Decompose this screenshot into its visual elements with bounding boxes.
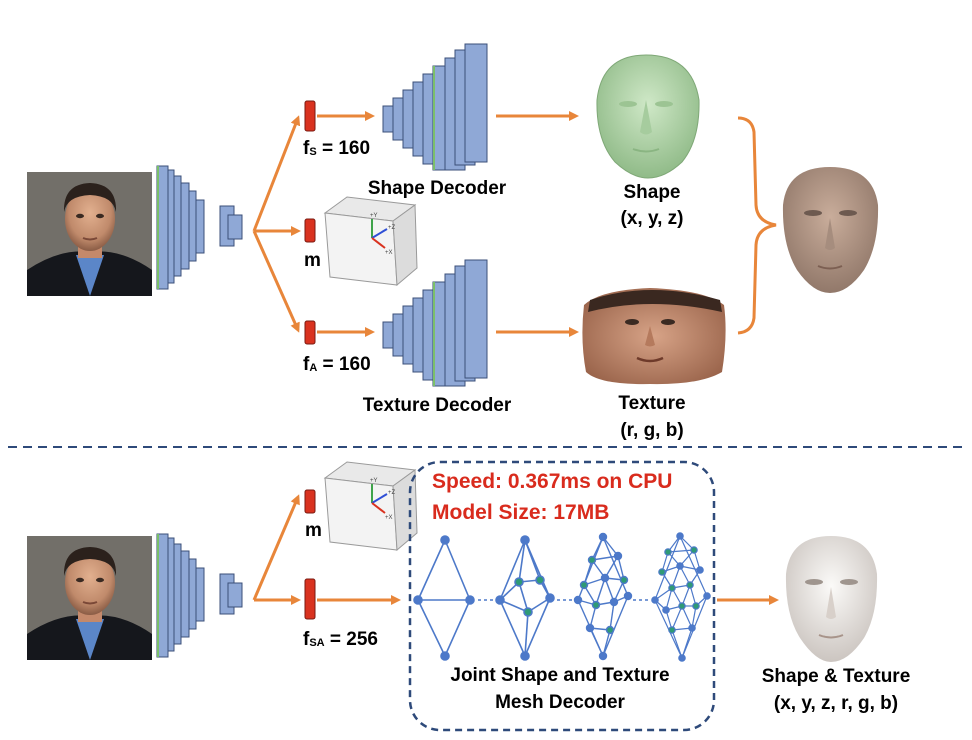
texture-decoder-label: Texture Decoder [362, 395, 512, 416]
latent-fa [304, 320, 316, 345]
reconstructed-face-top [782, 167, 879, 293]
camera-pose-cube-bottom [323, 461, 418, 552]
shape-decoder-label: Shape Decoder [367, 178, 507, 199]
encoder-top [156, 165, 243, 290]
speed-text: Speed: 0.367ms on CPU [432, 470, 673, 493]
mesh-graph-level1 [413, 535, 475, 661]
reconstructed-face-bottom [785, 536, 878, 662]
model-size-text: Model Size: 17MB [432, 501, 610, 524]
axis-label-y-bottom: +Y [370, 478, 378, 484]
output-label-line2: (x, y, z, r, g, b) [773, 693, 899, 714]
latent-m-bottom [304, 489, 316, 514]
fsa-subscript: SA [309, 637, 325, 649]
fsa-value: = 256 [324, 629, 378, 650]
input-face-photo-bottom [27, 536, 152, 660]
m-label-top: m [304, 250, 321, 271]
texture-title: Texture [618, 393, 686, 414]
fs-symbol: f [303, 138, 310, 159]
mesh-graph-level4 [651, 532, 711, 662]
axis-label-y-top: +Y [370, 213, 378, 219]
mesh-decoder-label-line1: Joint Shape and Texture [450, 665, 670, 686]
fsa-label: fSA = 256 [303, 629, 378, 651]
axis-label-z-top: +Z [388, 225, 396, 231]
merge-bracket [737, 116, 777, 335]
mesh-decoder-label-line2: Mesh Decoder [495, 692, 625, 713]
fa-value: = 160 [317, 354, 371, 375]
latent-fs [304, 100, 316, 132]
axis-label-x-top: +X [385, 250, 393, 256]
texture-map-image [582, 288, 726, 385]
axis-label-z-bottom: +Z [388, 490, 396, 496]
fa-label: fA = 160 [303, 354, 371, 376]
texture-decoder-blocks [382, 259, 488, 387]
mesh-graph-level3 [573, 532, 633, 661]
fa-symbol: f [303, 354, 310, 375]
mesh-graph-level2 [495, 535, 555, 661]
output-label-line1: Shape & Texture [761, 666, 911, 687]
encoder-bottom [156, 533, 243, 658]
fs-subscript: S [309, 146, 317, 158]
shape-title: Shape [623, 182, 681, 203]
fs-label: fS = 160 [303, 138, 370, 160]
arrows-top-branch [252, 115, 301, 333]
fa-subscript: A [309, 362, 318, 374]
camera-pose-cube-top [323, 196, 418, 287]
shape-mesh-face [596, 54, 700, 179]
fs-value: = 160 [316, 138, 371, 159]
fsa-symbol: f [303, 629, 310, 650]
mesh-decoder-box [408, 460, 716, 732]
m-label-bottom: m [305, 520, 322, 541]
shape-coords: (x, y, z) [620, 208, 684, 229]
input-face-photo-top [27, 172, 152, 296]
shape-decoder-blocks [382, 43, 488, 171]
texture-coords: (r, g, b) [620, 420, 684, 441]
axis-label-x-bottom: +X [385, 515, 393, 521]
latent-fsa [304, 578, 316, 620]
latent-m-top [304, 218, 316, 243]
arrows-bottom-branch [252, 494, 301, 605]
